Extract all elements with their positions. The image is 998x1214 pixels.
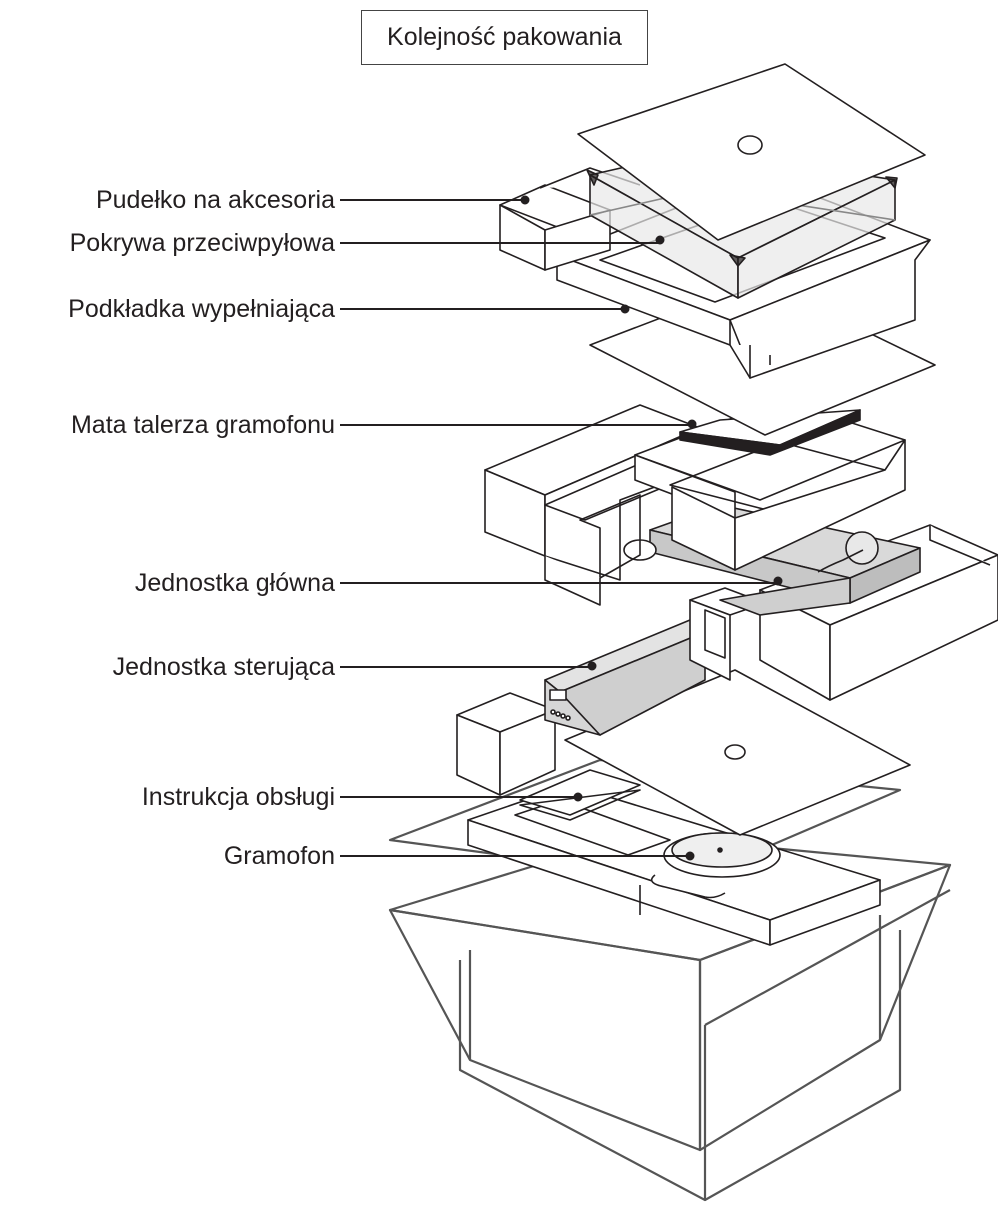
callout-main-unit: Jednostka główna [134, 569, 335, 597]
callout-control-unit: Jednostka sterująca [112, 653, 335, 681]
callout-dust-cover: Pokrywa przeciwpyłowa [69, 229, 335, 257]
callout-manual: Instrukcja obsługi [141, 783, 335, 811]
diagram-title: Kolejność pakowania [361, 10, 648, 65]
callout-filler-pad: Podkładka wypełniająca [68, 295, 335, 323]
callout-platter-mat: Mata talerza gramofonu [70, 411, 335, 439]
side-block-left [456, 692, 556, 796]
leader-lines [340, 195, 783, 861]
control-unit-box [544, 619, 706, 736]
turntable-platter [650, 832, 781, 899]
callout-turntable: Gramofon [223, 842, 335, 870]
left-foam-insert [484, 404, 701, 606]
callout-accessory-box: Pudełko na akcesoria [95, 186, 335, 214]
